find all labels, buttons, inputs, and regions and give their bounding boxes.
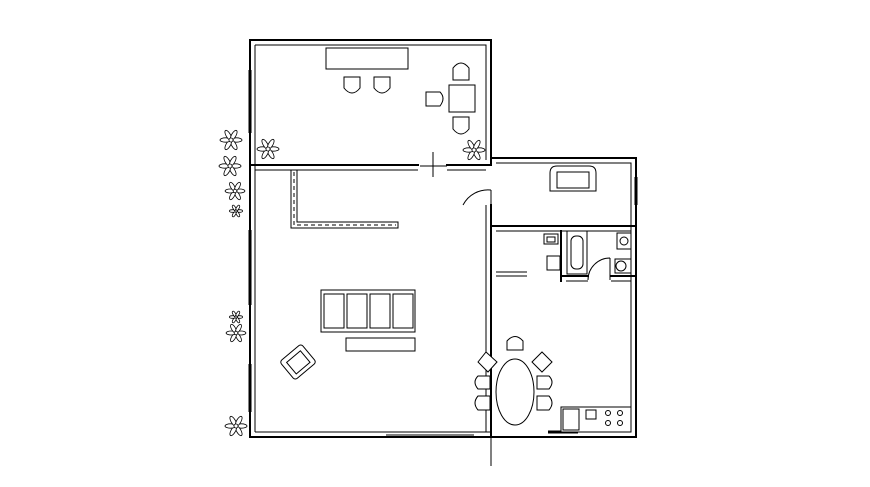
chair bbox=[425, 91, 444, 107]
bathtub-basin bbox=[570, 235, 584, 270]
interior-walls bbox=[249, 152, 637, 466]
sofa bbox=[320, 289, 416, 333]
kitchen-sink bbox=[585, 409, 597, 420]
plant bbox=[218, 155, 242, 177]
dining-chair bbox=[506, 336, 524, 351]
burner bbox=[605, 420, 611, 426]
dining-chair bbox=[477, 351, 498, 373]
chair bbox=[452, 62, 470, 81]
storage-furniture bbox=[549, 165, 597, 192]
dining-chair bbox=[536, 395, 553, 411]
sink-bowl bbox=[619, 236, 629, 246]
plant bbox=[225, 323, 247, 343]
dining-chair bbox=[536, 375, 553, 390]
chair bbox=[373, 76, 391, 94]
desk bbox=[325, 47, 409, 70]
burner bbox=[605, 410, 611, 416]
dining-furniture bbox=[474, 336, 553, 426]
armchair-seat bbox=[556, 171, 590, 189]
chair bbox=[452, 116, 470, 135]
plants bbox=[218, 129, 486, 437]
coffee-table bbox=[345, 337, 416, 352]
kitchen-counter bbox=[560, 406, 632, 433]
burner bbox=[617, 420, 623, 426]
plant bbox=[224, 415, 248, 437]
bathroom-fixtures bbox=[543, 230, 632, 275]
dining-chair bbox=[474, 395, 491, 411]
dining-chair bbox=[474, 375, 491, 390]
plant bbox=[462, 139, 486, 161]
dining-chair bbox=[531, 351, 553, 373]
chair bbox=[343, 76, 361, 94]
plant bbox=[224, 181, 246, 201]
doors bbox=[462, 189, 611, 281]
side-table bbox=[448, 84, 476, 113]
burner bbox=[617, 410, 623, 416]
plant bbox=[219, 129, 243, 151]
dining-table bbox=[495, 358, 535, 426]
plant bbox=[256, 138, 280, 160]
cabinet-inner bbox=[546, 236, 556, 243]
stool bbox=[546, 255, 561, 271]
armchair bbox=[280, 344, 316, 380]
plant bbox=[229, 204, 243, 218]
living-furniture bbox=[280, 289, 416, 380]
plant bbox=[229, 310, 243, 324]
toilet-bowl bbox=[615, 260, 627, 272]
study-furniture bbox=[325, 47, 476, 135]
